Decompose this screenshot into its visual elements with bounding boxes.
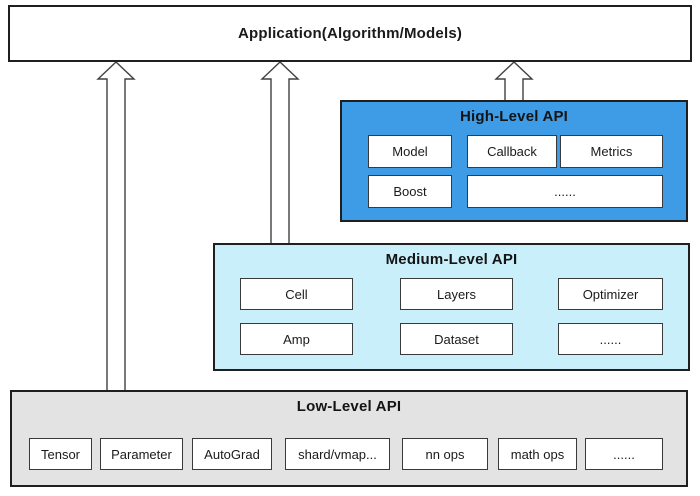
item-metrics: Metrics <box>560 135 663 168</box>
item-high-ellipsis: ...... <box>467 175 663 208</box>
item-tensor: Tensor <box>29 438 92 470</box>
item-shard-vmap: shard/vmap... <box>285 438 390 470</box>
item-low-ellipsis: ...... <box>585 438 663 470</box>
medium-level-api-title: Medium-Level API <box>385 251 518 268</box>
application-box: Application(Algorithm/Models) <box>8 5 692 62</box>
item-cell: Cell <box>240 278 353 310</box>
item-optimizer: Optimizer <box>558 278 663 310</box>
item-medium-ellipsis: ...... <box>558 323 663 355</box>
item-dataset: Dataset <box>400 323 513 355</box>
low-level-api-title: Low-Level API <box>296 398 402 415</box>
item-autograd: AutoGrad <box>192 438 272 470</box>
item-parameter: Parameter <box>100 438 183 470</box>
up-arrow-high-to-application-icon <box>494 61 534 102</box>
item-model: Model <box>368 135 452 168</box>
high-level-api-title: High-Level API <box>459 108 569 125</box>
medium-level-api-box: Medium-Level API Cell Layers Optimizer A… <box>213 243 690 371</box>
application-title: Application(Algorithm/Models) <box>237 25 463 42</box>
item-layers: Layers <box>400 278 513 310</box>
up-arrow-low-to-application-icon <box>96 61 136 392</box>
item-boost: Boost <box>368 175 452 208</box>
item-math-ops: math ops <box>498 438 577 470</box>
item-amp: Amp <box>240 323 353 355</box>
low-level-api-box: Low-Level API Tensor Parameter AutoGrad … <box>10 390 688 487</box>
high-level-api-box: High-Level API Model Callback Metrics Bo… <box>340 100 688 222</box>
up-arrow-medium-to-application-icon <box>260 61 300 245</box>
item-nn-ops: nn ops <box>402 438 488 470</box>
item-callback: Callback <box>467 135 557 168</box>
